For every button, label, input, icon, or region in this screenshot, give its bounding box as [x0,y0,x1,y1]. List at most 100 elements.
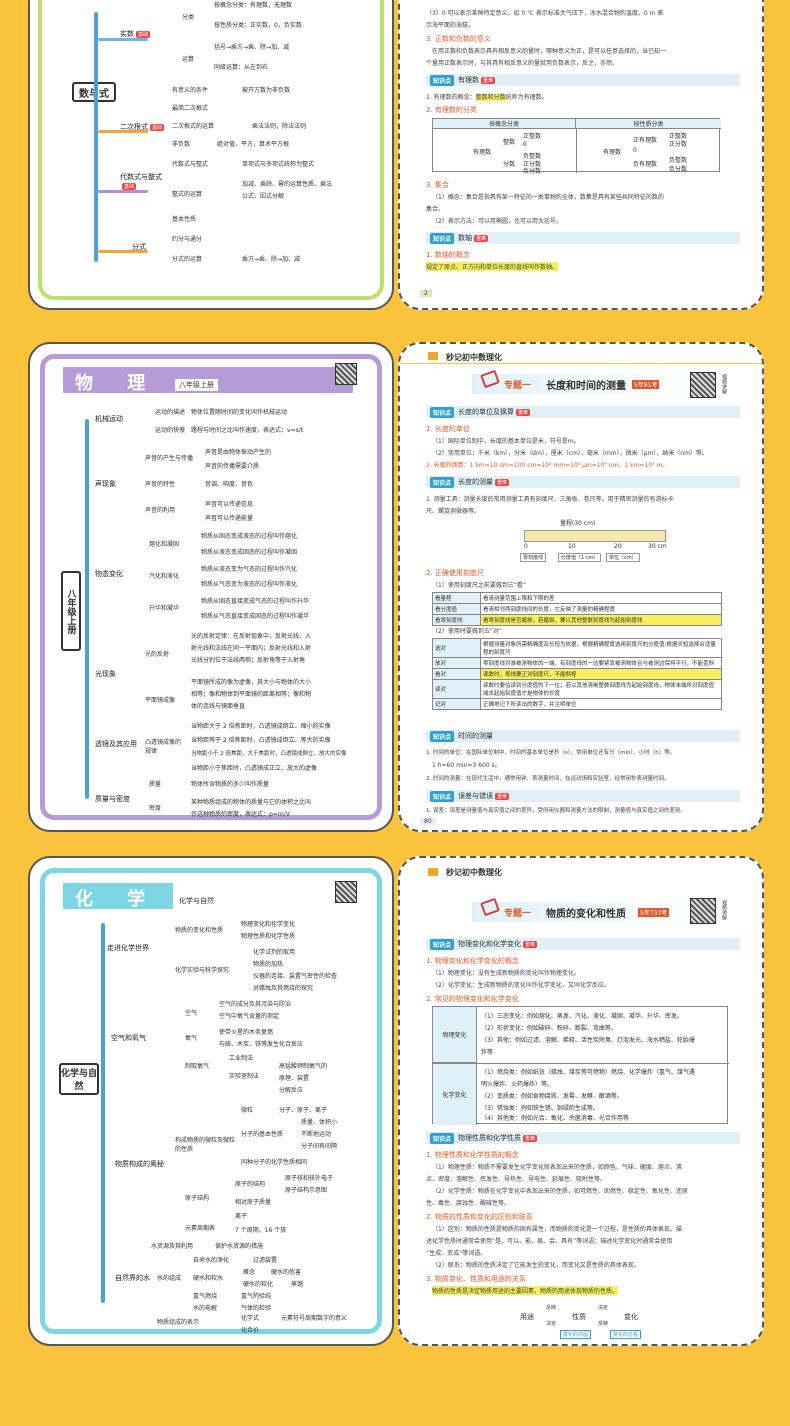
qr-code-icon [335,363,357,385]
math-line: 示海平面的海拔。 [426,22,475,29]
m2: 2. 正确使用刻度尺 [426,569,484,577]
math-leaf: 按概念分类：有理数，无理数 [214,2,293,9]
physics-page-number: 80 [420,818,436,825]
physics-branch: 光现象 [95,670,116,678]
cell: 正确地记下所读出的数字，并注明单位 [480,698,722,710]
physics-branch: 物态变化 [95,570,123,578]
math-sec3-title: 3. 正数和负数的意义 [426,35,491,43]
physics-leaf: 某种物质组成的物体的质量与它的体积之比叫 [191,799,312,806]
cell: 正分数 [523,161,542,168]
flow-arrow-label: 决定 [598,1305,609,1311]
flow-tag: 变化的内因 [560,1330,592,1339]
cell: 负分数 [523,168,542,175]
topic-banner [472,902,692,922]
chem-leaf: 氢气的验纯 [241,1293,272,1300]
rational-table: 按概念分类 按性质分类 有理数 整数 正整数 0 负整数 分数 正分数 负分数 … [432,118,721,175]
cell: 有理数 [603,149,622,156]
physics-sub: 声音的利用 [145,507,176,514]
s2: 2. 长度的换算：1 km=10 dm=100 cm=10³ mm=10⁶ μm… [426,462,669,469]
physics-branch: 质量与密度 [95,795,130,803]
cell: （1）三态变化：例如熔化、蒸发、汽化、液化、凝固、凝华、升华、挥发。 [481,1013,683,1020]
physics-branch: 透镜及其应用 [95,740,137,748]
math-leaf: 绝对值，平方，算术平方根 [217,141,290,148]
math-sub: 最简二次根式 [172,105,209,112]
math-line: 在用正数和负数表示具有相反意义的量时，哪种意义为正，是可以任意选择的，当已知一 [432,48,667,55]
chem-leaf: 自来水的净化 [193,1257,230,1264]
math-sub: 分类 [182,14,195,21]
chem-leaf: 不断地运动 [301,1131,332,1138]
math-line: （2）表示方法：可以用椭圆，也可以用大括号。 [432,218,562,225]
flow-arrow-label: 决定 [546,1321,557,1327]
topic-tag: 5年81考 [632,380,660,389]
b2: 2. 物质的性质和变化的区别和联系 [426,1213,533,1221]
math-line-3 [98,190,148,193]
chem-leaf: 物理性质和化学性质 [241,933,296,940]
cell: 看零刻度线是否磨损，若磨损，要以其他整数刻度线为起始刻度线 [480,614,722,626]
chem-label: 化学变化 [433,1064,477,1125]
physics-sub: 平面镜成像 [145,697,176,704]
cell: 选对 [432,638,481,658]
physics-branch: 机械运动 [95,415,123,423]
chem-leaf: 水的电解 [193,1305,218,1312]
chem-kp2-bar: 知识点物理性质和化学性质重难 [426,1132,740,1144]
ruler-title: 量程(30 cm) [560,520,596,527]
a2: 2. 常见的物理变化和化学变化 [426,995,519,1003]
book-icon [428,868,438,876]
cell: 正有理数 [633,137,658,144]
s1: 1. 长度的单位 [426,425,470,433]
chem-leaf: 离子 [235,1213,248,1220]
cell: 读数时要估读到分度值的下一位；若以其他清晰整数刻度线为起始刻度线，物体末端所对刻… [480,679,722,699]
physics-leaf: 物质从气态直接变成固态的过程叫作凝华 [201,613,310,620]
physics-leaf: 物体所含物质的多少叫作质量 [191,781,270,788]
chem-sub: 化学实验与科学探究 [175,967,230,974]
physics-sub: 汽化和液化 [149,573,180,580]
chem-branch: 自然界的水 [115,1274,150,1282]
math-line-2 [98,130,148,133]
chem-sub: 水的组成 [157,1275,182,1282]
chem-leaf: 分解反应 [279,1087,304,1094]
topic-no: 专题一 [504,909,532,919]
physics-page-card: 秒记初中数理化 专题一 长度和时间的测量 5年81考 视频讲解 知识点长度的单位… [398,342,764,832]
t2: 2. 时间的测量：在现代生活中，通常用钟、表测量时间，在运动场和实验室，经常用秒… [426,776,670,782]
look-table: 看量程看清测量范围上限和下限的差 看分度值看清相邻两刻度线间的长度，它反映了测量… [432,592,722,626]
chem-sub: 制取氧气 [185,1063,210,1070]
physics-leaf: 射光线和法线在同一平面内；反射光线和入射 [191,645,312,652]
ruler-tag: 分度值（1 cm） [558,553,602,562]
chem-leaf: 气体的检验 [241,1305,272,1312]
chem-title: 化 学 [75,889,160,910]
chem-sub: 物质组成的表示 [157,1319,200,1326]
chem-leaf: 氢气燃烧 [193,1293,218,1300]
topic-tag: 5年737考 [638,908,670,917]
cell: 看清相邻两刻度线间的长度，它反映了测量的精确程度 [480,603,722,615]
b1-line: （2）化学性质：物质在化学变化中表现出来的性质，如可燃性、助燃性、稳定性、氧化性… [432,1188,688,1195]
physics-leaf: 当物距大于 2 倍焦距时，凸透镜成倒立、缩小的实像 [191,723,331,730]
math-line-1 [98,38,148,41]
math-r1: 1. 有理数的概念：整数和分数统称为有理数。 [426,94,548,101]
chem-sub: 氧气 [185,1035,198,1042]
math-trunk-line [94,12,98,262]
ruler-tick: 20 [614,543,622,550]
qr-code-icon [335,881,357,903]
chem-header-text: 秒记初中数理化 [446,868,502,877]
math-sub: 整式的运算 [172,191,203,198]
math-line: 集合。 [426,206,445,213]
change-table: 物理变化 （1）三态变化：例如熔化、蒸发、汽化、液化、凝固、凝华、升华、挥发。 … [432,1006,729,1125]
chem-sub: 元素周期表 [185,1225,216,1232]
cell: （2）形状变化：例如破碎、粉碎、断裂、弯曲等。 [481,1025,617,1032]
physics-leaf: 音调、响度、音色 [205,481,254,488]
cell: 读数时，视线要正对刻度尺，不能斜视 [480,668,722,680]
cell: 读对 [432,679,481,699]
chem-leaf: 物质的加热 [253,961,284,968]
physics-title: 物 理 [75,373,160,394]
b2-line: （2）联系：物质的性质决定了它能发生的变化，而变化又是性质的具体表现。 [432,1262,640,1269]
b2-line: “生成、变成”等词语。 [426,1250,487,1257]
math-branch-radical: 二次根式基础 [120,123,165,131]
math-branch-polynomial: 代数式与整式基础 [120,173,162,190]
physics-leaf: 物质从液态变为气态的过程叫作汽化 [201,566,298,573]
math-page-number: 2 [420,290,432,297]
chem-leaf: 原子核和核外电子 [285,1175,334,1182]
chem-page-card: 秒记初中数理化 专题一 物质的变化和性质 5年737考 视频讲解 知识点物理变化… [398,856,764,1346]
chem-sub: 物质的变化和性质 [175,927,224,934]
physics-leaf: 当物距等于 2 倍焦距时，凸透镜成倒立、等大的实像 [191,737,331,744]
